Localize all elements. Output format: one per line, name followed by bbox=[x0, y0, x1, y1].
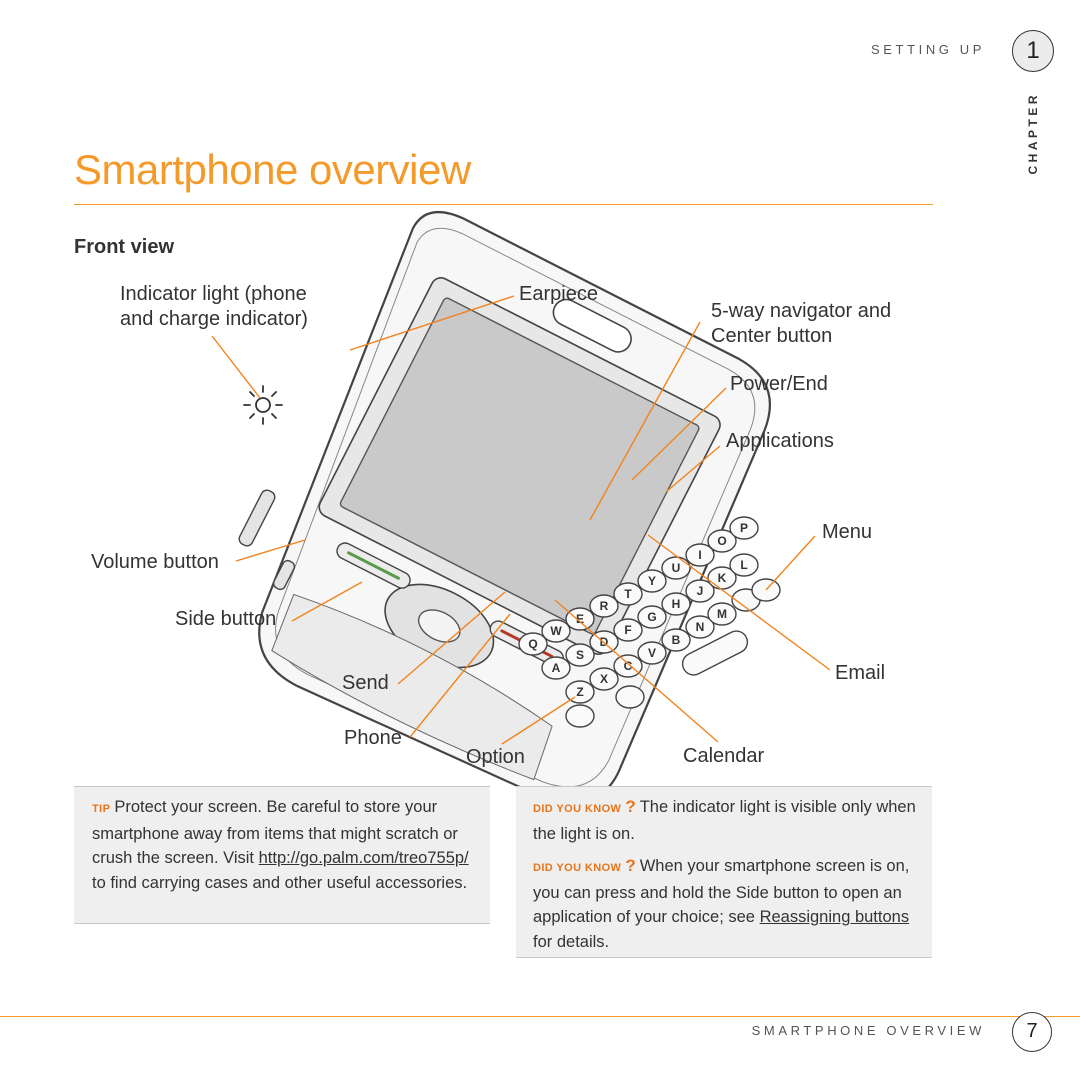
key-a: A bbox=[552, 661, 561, 675]
key-f: F bbox=[624, 623, 631, 637]
callout-send: Send bbox=[342, 672, 389, 694]
callout-navigator: 5-way navigator and Center button bbox=[711, 299, 891, 349]
callout-email: Email bbox=[835, 662, 886, 684]
callout-applications: Applications bbox=[726, 430, 834, 452]
callout-indicator-light: Indicator light (phone and charge indica… bbox=[120, 282, 308, 332]
did-you-know-label: DID YOU KNOW bbox=[533, 862, 622, 874]
key-g: G bbox=[647, 610, 656, 624]
key-r: R bbox=[600, 599, 609, 613]
key-v: V bbox=[648, 646, 656, 660]
key-l: L bbox=[740, 558, 747, 572]
key-u: U bbox=[672, 561, 681, 575]
key-y: Y bbox=[648, 574, 656, 588]
indicator-light-icon bbox=[243, 385, 283, 425]
phone-body bbox=[258, 210, 772, 804]
key-i: I bbox=[698, 548, 701, 562]
did-you-know-item: DID YOU KNOW?When your smartphone screen… bbox=[533, 854, 920, 954]
key-b: B bbox=[672, 633, 681, 647]
did-you-know-mark: ? bbox=[625, 856, 636, 875]
reassigning-buttons-link[interactable]: Reassigning buttons bbox=[759, 908, 910, 926]
key-m: M bbox=[717, 607, 727, 621]
chapter-number-badge: 1 bbox=[1012, 30, 1054, 72]
tip-label: TIP bbox=[92, 803, 111, 815]
tip-link[interactable]: http://go.palm.com/treo755p/ bbox=[258, 849, 469, 867]
did-you-know-item: DID YOU KNOW?The indicator light is visi… bbox=[533, 795, 920, 846]
key-k: K bbox=[718, 571, 727, 585]
key-o: O bbox=[717, 534, 726, 548]
key-h: H bbox=[672, 597, 681, 611]
section-title: Front view bbox=[74, 236, 175, 258]
callout-lines bbox=[211, 295, 831, 745]
footer-rule bbox=[0, 1016, 1080, 1017]
callout-calendar: Calendar bbox=[683, 745, 765, 767]
callout-power-end: Power/End bbox=[730, 373, 828, 395]
tip-text-after: to find carrying cases and other useful … bbox=[92, 873, 468, 892]
did-you-know-text-after: for details. bbox=[533, 932, 610, 951]
callout-option: Option bbox=[466, 746, 525, 768]
callout-indicator-light-line2: and charge indicator) bbox=[120, 308, 308, 330]
did-you-know-mark: ? bbox=[625, 797, 636, 816]
key-q: Q bbox=[528, 637, 537, 651]
key-w: W bbox=[550, 624, 562, 638]
page-title: Smartphone overview bbox=[74, 146, 471, 193]
tip-text: Protect your screen. Be careful to store… bbox=[92, 798, 458, 867]
callout-menu: Menu bbox=[822, 521, 873, 543]
title-rule bbox=[74, 204, 933, 205]
key-z: Z bbox=[576, 685, 583, 699]
callout-side-button: Side button bbox=[175, 608, 277, 630]
key-t: T bbox=[624, 587, 632, 601]
did-you-know-label: DID YOU KNOW bbox=[533, 803, 622, 815]
key-c: C bbox=[624, 659, 633, 673]
running-header: SETTING UP bbox=[870, 42, 985, 57]
callout-navigator-line1: 5-way navigator and bbox=[711, 300, 892, 322]
side-buttons bbox=[238, 489, 296, 591]
key-s: S bbox=[576, 648, 584, 662]
callout-volume-button: Volume button bbox=[91, 551, 219, 573]
did-you-know-text: When your smartphone screen is on, you c… bbox=[533, 857, 910, 926]
running-footer: SMARTPHONE OVERVIEW bbox=[751, 1023, 985, 1038]
keyboard-keys bbox=[518, 516, 781, 728]
page-number-badge: 7 bbox=[1012, 1012, 1052, 1052]
key-j: J bbox=[697, 584, 704, 598]
did-you-know-text: The indicator light is visible only when… bbox=[533, 798, 916, 843]
key-n: N bbox=[696, 620, 705, 634]
callout-indicator-light-line1: Indicator light (phone bbox=[120, 283, 307, 305]
did-you-know-box: DID YOU KNOW?The indicator light is visi… bbox=[516, 786, 932, 958]
key-x: X bbox=[600, 672, 608, 686]
callout-earpiece: Earpiece bbox=[519, 283, 598, 305]
callout-navigator-line2: Center button bbox=[711, 325, 833, 347]
callout-phone: Phone bbox=[344, 727, 402, 749]
key-p: P bbox=[740, 521, 748, 535]
key-e: E bbox=[576, 612, 584, 626]
